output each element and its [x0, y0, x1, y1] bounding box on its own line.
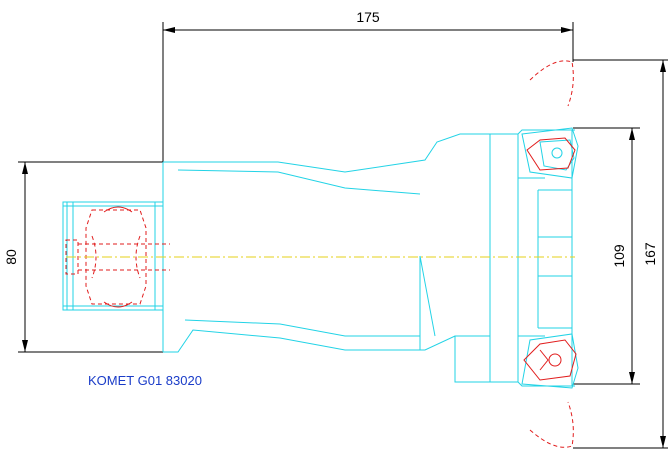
part-number-label: KOMET G01 83020: [88, 373, 202, 388]
dimension-109: 109: [573, 127, 640, 385]
clamping-detail: [65, 206, 170, 308]
dimension-175-label: 175: [356, 9, 380, 25]
dimension-80-label: 80: [3, 249, 19, 265]
dimension-80: 80: [3, 161, 163, 353]
dimension-109-label: 109: [611, 244, 627, 268]
dimension-167-label: 167: [642, 242, 658, 266]
dimension-167: 167: [573, 59, 668, 449]
cutting-insert-top: [526, 60, 576, 171]
dimension-175: 175: [162, 9, 574, 162]
shank-adapter: [62, 201, 164, 311]
cutting-insert-bottom: [523, 339, 577, 448]
tool-body: [162, 127, 579, 389]
